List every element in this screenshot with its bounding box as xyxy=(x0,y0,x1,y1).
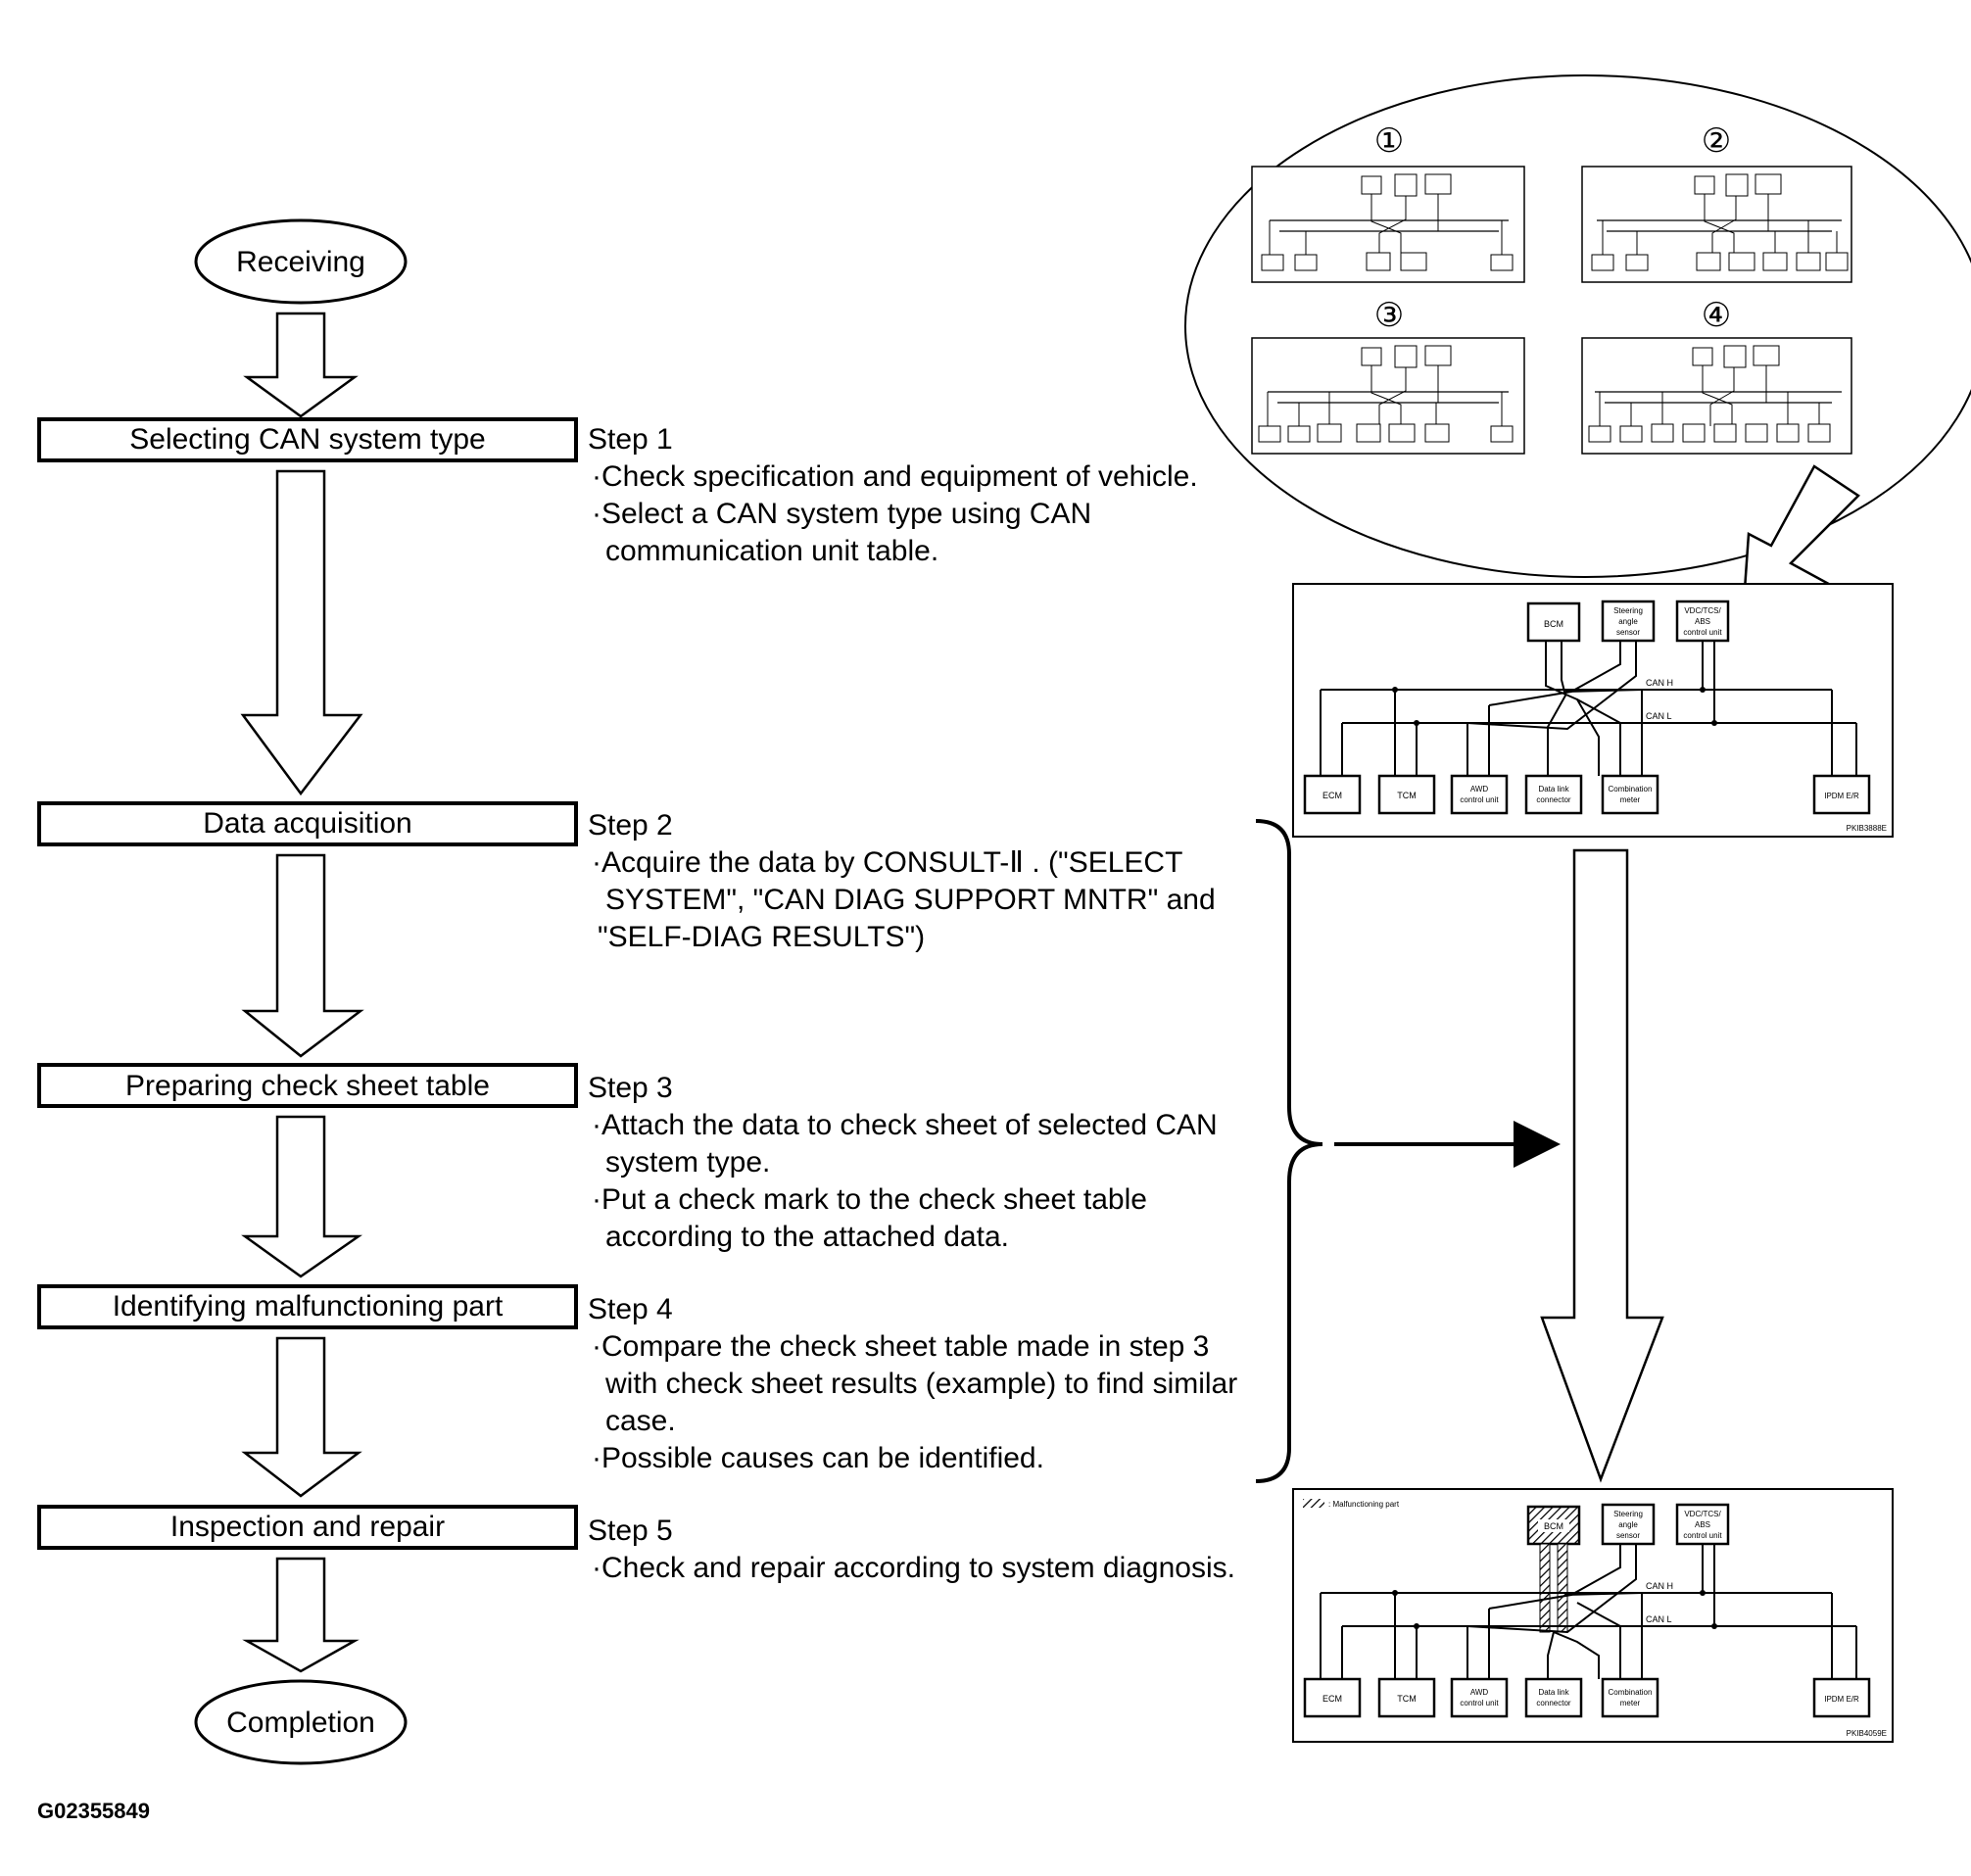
step-2-title: Step 2 xyxy=(588,809,673,842)
flow-box-3-label: Preparing check sheet table xyxy=(125,1070,490,1102)
step-descriptions: Step 1 ·Check specification and equipmen… xyxy=(588,423,1237,1584)
right-down-arrow xyxy=(1540,848,1664,1483)
step-4-title: Step 4 xyxy=(588,1293,673,1325)
unit-ipdm-2: IPDM E/R xyxy=(1824,1695,1859,1704)
unit-combo-2a: Combination xyxy=(1609,1688,1653,1697)
unit-dlc-1b: connector xyxy=(1536,795,1570,804)
unit-ecm-1: ECM xyxy=(1322,791,1342,800)
flow-arrow-4 xyxy=(241,1115,362,1278)
unit-vdc-2b: ABS xyxy=(1695,1520,1710,1529)
unit-awd-1b: control unit xyxy=(1460,795,1499,804)
step-4-line-4: ·Possible causes can be identified. xyxy=(592,1442,1044,1474)
can-diagram-malfunction: : Malfunctioning part BCM Steering angle… xyxy=(1292,1488,1894,1743)
flow-box-2 xyxy=(37,801,578,846)
end-label: Completion xyxy=(226,1707,375,1739)
mini-diagram-1 xyxy=(1251,166,1525,283)
unit-combo-1a: Combination xyxy=(1609,785,1653,794)
system-types-ellipse: ① ② ③ ④ xyxy=(1184,74,1971,578)
unit-tcm-1: TCM xyxy=(1397,791,1417,800)
diagram-id-2: PKIB4059E xyxy=(1847,1729,1887,1738)
step-1-line-3: communication unit table. xyxy=(605,535,938,567)
step-2-line-3: "SELF-DIAG RESULTS") xyxy=(598,921,925,953)
unit-bcm-2: BCM xyxy=(1544,1521,1563,1531)
step-4-line-2: with check sheet results (example) to fi… xyxy=(604,1368,1237,1400)
flow-box-3 xyxy=(37,1063,578,1108)
unit-awd-1a: AWD xyxy=(1470,785,1489,794)
unit-steering-2a: Steering xyxy=(1613,1510,1643,1518)
brace-group xyxy=(1255,819,1561,1483)
flow-box-5-label: Inspection and repair xyxy=(170,1511,445,1543)
type-number-4: ④ xyxy=(1702,296,1731,335)
unit-steering-2b: angle xyxy=(1618,1520,1638,1529)
unit-steering-2c: sensor xyxy=(1616,1531,1640,1540)
unit-ipdm-1: IPDM E/R xyxy=(1824,792,1859,800)
flow-arrow-3 xyxy=(241,853,364,1058)
flow-box-1-label: Selecting CAN system type xyxy=(129,423,485,456)
step-5-line-1: ·Check and repair according to system di… xyxy=(592,1552,1235,1584)
step-3-line-4: according to the attached data. xyxy=(605,1221,1009,1253)
flow-box-1 xyxy=(37,417,578,462)
unit-vdc-1a: VDC/TCS/ xyxy=(1684,606,1721,615)
curly-brace xyxy=(1255,819,1323,1483)
figure-id: G02355849 xyxy=(37,1799,150,1823)
step-1-line-2: ·Select a CAN system type using CAN xyxy=(592,498,1091,530)
flow-arrow-6 xyxy=(242,1557,360,1673)
type-number-2: ② xyxy=(1702,121,1731,161)
step-3-line-2: system type. xyxy=(605,1146,770,1179)
unit-awd-2b: control unit xyxy=(1460,1699,1499,1708)
flow-arrow-2 xyxy=(240,469,363,796)
step-3-line-3: ·Put a check mark to the check sheet tab… xyxy=(592,1183,1147,1216)
unit-tcm-2: TCM xyxy=(1397,1694,1417,1704)
unit-vdc-1c: control unit xyxy=(1683,628,1722,637)
unit-steering-1b: angle xyxy=(1618,617,1638,626)
flow-box-5 xyxy=(37,1505,578,1550)
step-3-line-1: ·Attach the data to check sheet of selec… xyxy=(592,1109,1218,1141)
start-terminal xyxy=(194,218,408,305)
diagram-id-1: PKIB3888E xyxy=(1847,824,1887,833)
unit-vdc-1b: ABS xyxy=(1695,617,1710,626)
flowchart: Receiving Selecting CAN system type Data… xyxy=(37,218,578,1765)
unit-awd-2a: AWD xyxy=(1470,1688,1489,1697)
end-terminal xyxy=(194,1679,408,1765)
flow-box-4 xyxy=(37,1284,578,1329)
unit-ecm-2: ECM xyxy=(1322,1694,1342,1704)
unit-dlc-2b: connector xyxy=(1536,1699,1570,1708)
unit-steering-1c: sensor xyxy=(1616,628,1640,637)
step-1-line-1: ·Check specification and equipment of ve… xyxy=(592,460,1198,493)
mini-diagram-4 xyxy=(1581,337,1852,455)
unit-vdc-2a: VDC/TCS/ xyxy=(1684,1510,1721,1518)
unit-vdc-2c: control unit xyxy=(1683,1531,1722,1540)
can-h-label-1: CAN H xyxy=(1646,678,1673,688)
can-h-label-2: CAN H xyxy=(1646,1581,1673,1591)
can-l-label-1: CAN L xyxy=(1646,711,1672,721)
can-diagram-selected: BCM Steering angle sensor VDC/TCS/ ABS c… xyxy=(1292,583,1894,838)
unit-dlc-1a: Data link xyxy=(1538,785,1569,794)
flow-arrow-5 xyxy=(241,1336,362,1498)
step-2-line-2: SYSTEM", "CAN DIAG SUPPORT MNTR" and xyxy=(605,884,1216,916)
mini-diagram-3 xyxy=(1251,337,1525,455)
type-number-3: ③ xyxy=(1374,296,1404,335)
step-5-title: Step 5 xyxy=(588,1515,673,1547)
unit-combo-1b: meter xyxy=(1620,795,1641,804)
type-number-1: ① xyxy=(1374,121,1404,161)
can-l-label-2: CAN L xyxy=(1646,1614,1672,1624)
malfunction-legend: : Malfunctioning part xyxy=(1328,1500,1400,1509)
flow-box-2-label: Data acquisition xyxy=(203,807,411,840)
unit-bcm-1: BCM xyxy=(1544,619,1563,629)
unit-dlc-2a: Data link xyxy=(1538,1688,1569,1697)
step-3-title: Step 3 xyxy=(588,1072,673,1104)
step-4-line-3: case. xyxy=(605,1405,676,1437)
step-2-line-1: ·Acquire the data by CONSULT-Ⅱ . ("SELEC… xyxy=(592,846,1182,879)
unit-steering-1a: Steering xyxy=(1613,606,1643,615)
flow-box-4-label: Identifying malfunctioning part xyxy=(113,1290,504,1323)
start-label: Receiving xyxy=(236,246,365,278)
mini-diagram-2 xyxy=(1581,166,1852,283)
flow-arrow-1 xyxy=(243,312,359,418)
step-4-line-1: ·Compare the check sheet table made in s… xyxy=(592,1330,1209,1363)
unit-combo-2b: meter xyxy=(1620,1699,1641,1708)
step-1-title: Step 1 xyxy=(588,423,673,456)
